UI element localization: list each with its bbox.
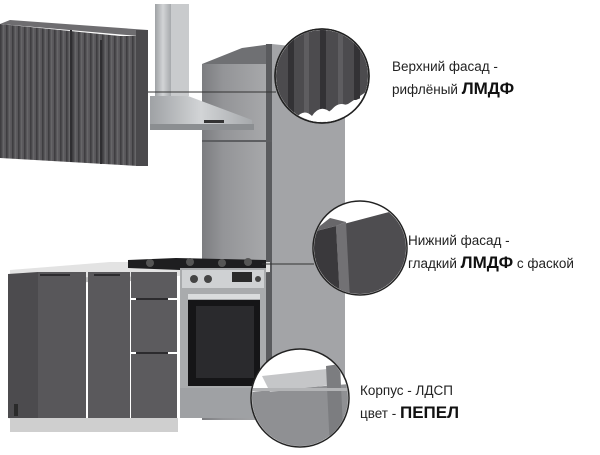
callout-body: Корпус - ЛДСП цвет - ПЕПЕЛ	[360, 380, 459, 425]
lower-cabinets	[8, 272, 178, 432]
callout-body-prefix: цвет -	[360, 406, 400, 421]
callout-body-color: ПЕПЕЛ	[400, 403, 460, 422]
callout-lower-facade: Нижний фасад - гладкий ЛМДФ с фаской	[408, 230, 574, 275]
zoom-circle-lower-facade	[312, 200, 408, 296]
zoom-circle-upper-facade	[274, 28, 370, 124]
callout-upper-prefix: рифлёный	[392, 82, 462, 97]
callout-lower-prefix: гладкий	[408, 256, 461, 271]
cooker-hood	[150, 4, 254, 130]
callout-lower-suffix: с фаской	[513, 256, 574, 271]
zoom-circle-body	[250, 348, 350, 448]
callout-lower-line1: Нижний фасад -	[408, 233, 510, 248]
oven	[180, 268, 266, 418]
callout-upper-material: ЛМДФ	[461, 79, 515, 98]
callout-lower-material: ЛМДФ	[460, 253, 514, 272]
callout-upper-facade: Верхний фасад - рифлёный ЛМДФ	[392, 56, 514, 101]
gas-hob	[128, 258, 266, 270]
callout-body-line2: цвет - ПЕПЕЛ	[360, 402, 459, 425]
callout-body-line1: Корпус - ЛДСП	[360, 383, 453, 398]
callout-upper-line2: рифлёный ЛМДФ	[392, 78, 514, 101]
callout-upper-line1: Верхний фасад -	[392, 59, 498, 74]
callout-lower-line2: гладкий ЛМДФ с фаской	[408, 252, 574, 275]
upper-cabinet	[0, 20, 148, 166]
